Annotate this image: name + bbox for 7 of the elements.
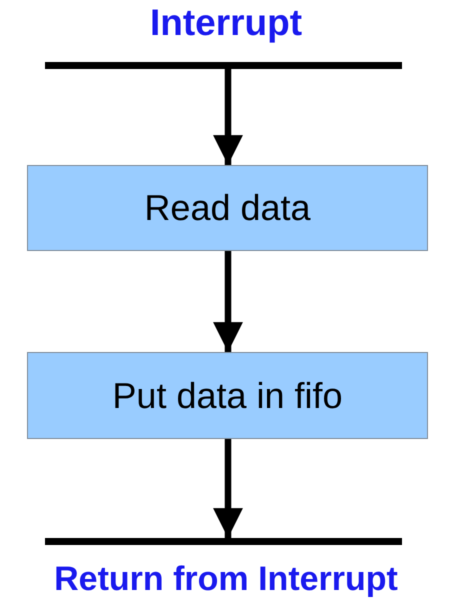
process-box: Read data (27, 165, 428, 251)
process-box: Put data in fifo (27, 352, 428, 439)
heading: Interrupt (148, 2, 304, 44)
arrow (213, 439, 243, 538)
heading: Return from Interrupt (53, 560, 399, 599)
arrow (213, 69, 243, 165)
arrow (213, 251, 243, 352)
